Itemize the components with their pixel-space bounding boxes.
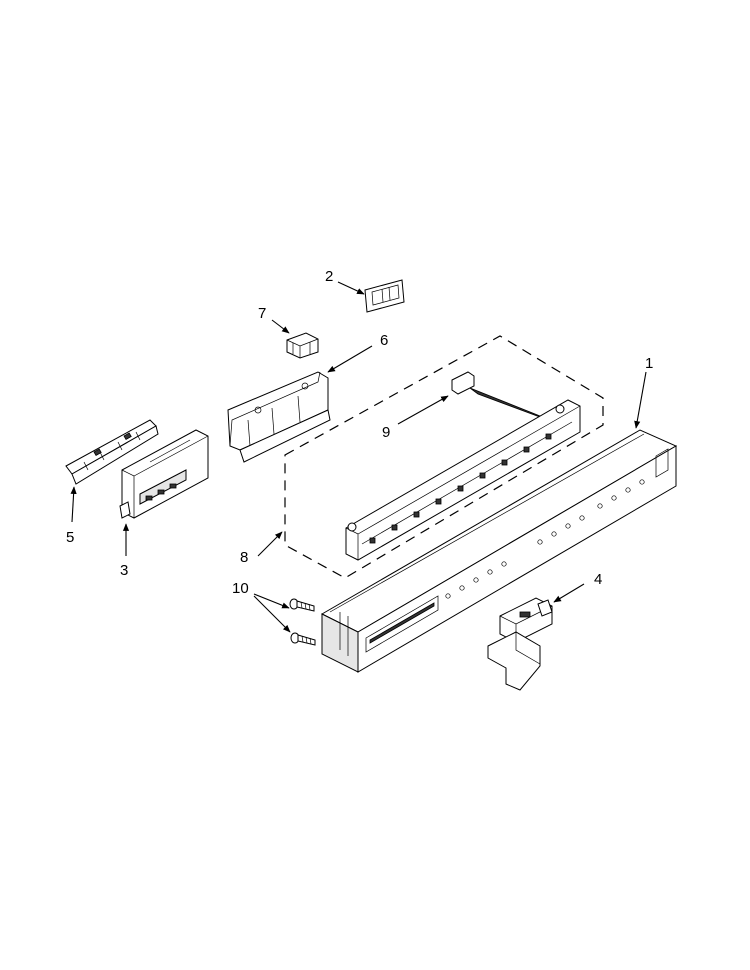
arrow-head-icon: [327, 345, 373, 373]
callout-8: 8: [240, 549, 248, 566]
part-3-control-board: [119, 429, 209, 519]
arrow-head-icon: [337, 281, 365, 295]
ui-board-buttons: [369, 433, 552, 544]
callout-4: 4: [594, 571, 602, 588]
part-1-console-panel: [320, 429, 678, 673]
screw-icon: [289, 598, 315, 612]
arrow-head-icon: [253, 593, 290, 609]
leader-lines: [70, 281, 647, 633]
callout-2: 2: [325, 268, 333, 285]
callout-9: 9: [382, 424, 390, 441]
callout-10: 10: [232, 580, 249, 597]
callout-1: 1: [645, 355, 653, 372]
arrow-head-icon: [70, 486, 77, 523]
part-9-ui-board: [345, 371, 581, 561]
console-panel-buttons: [445, 479, 645, 599]
callout-5: 5: [66, 529, 74, 546]
part-5-rail: [65, 419, 159, 485]
part-2-bracket: [364, 279, 405, 313]
arrow-head-icon: [257, 531, 283, 557]
part-10-screws: [289, 598, 316, 646]
part-6-mounting-bracket: [227, 371, 331, 463]
callout-6: 6: [380, 332, 388, 349]
callout-7: 7: [258, 305, 266, 322]
arrow-head-icon: [271, 319, 290, 334]
arrow-head-icon: [634, 371, 647, 429]
callout-3: 3: [120, 562, 128, 579]
arrow-head-icon: [553, 583, 585, 603]
part-4-latch: [487, 597, 553, 691]
part-8-dashed-outline: [284, 335, 604, 579]
arrow-head-icon: [253, 595, 291, 633]
screw-icon: [290, 632, 316, 646]
arrow-head-icon: [397, 395, 449, 425]
callout-labels: 1 2 3 4 5 6 7 8 9 10: [66, 268, 653, 597]
part-7-clip: [286, 332, 319, 359]
